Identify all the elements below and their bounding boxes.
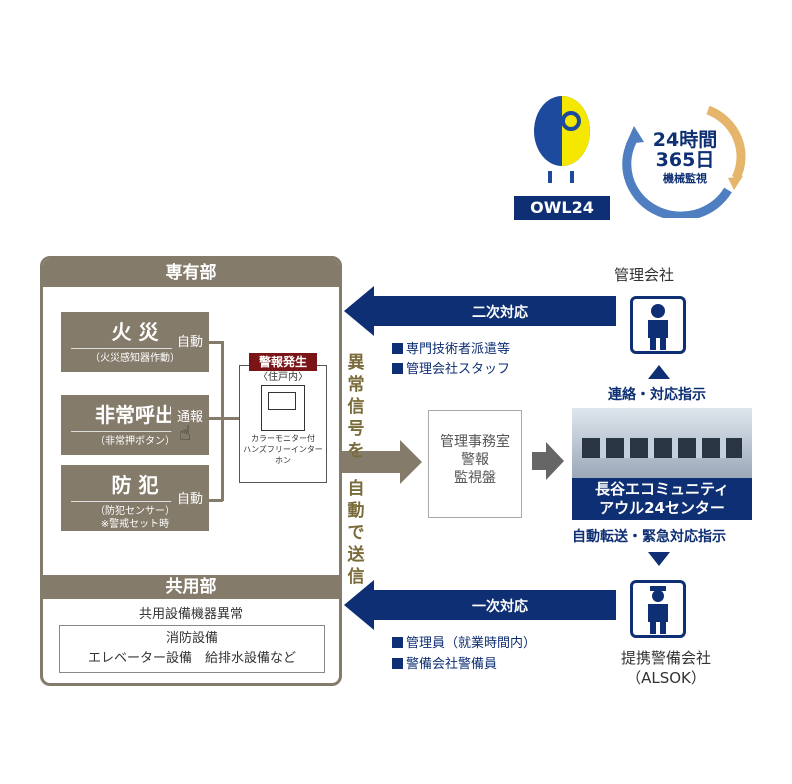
private-area-panel: 専有部 火 災 （火災感知器作動） 非常呼出 （非常押ボタン） 防 犯 （防犯センサー… (40, 256, 342, 686)
secondary-item: 専門技術者派遣等 (392, 338, 510, 357)
crime-sub: （防犯センサー） ※警戒セット時 (95, 506, 175, 530)
cycle-monitor: 機械監視 (663, 172, 707, 185)
primary-label: 一次対応 (472, 599, 528, 615)
connector (209, 341, 223, 344)
primary-item: 警備会社警備員 (392, 653, 497, 672)
security-company-name: 提携警備会社 (620, 649, 711, 667)
call-center-photo (572, 408, 752, 478)
down-triangle (648, 552, 670, 566)
cycle-24h: 24時間 (652, 129, 718, 151)
intercom-box: 〈住戸内〉 カラーモニター付 ハンズフリーインターホン (239, 365, 327, 483)
owl-logo (530, 95, 594, 185)
security-company-alsok: （ALSOK） (626, 669, 706, 687)
fire-title: 火 災 (71, 316, 199, 349)
hand-pointer-icon: ☝ (179, 421, 192, 445)
auto-badge-crime: 自動 (171, 481, 209, 519)
primary-arrow (372, 590, 616, 620)
device-line2: ハンズフリーインターホン (243, 445, 323, 465)
emergency-title: 非常呼出 (71, 399, 199, 432)
signal-text-1: 異常信号を (347, 353, 365, 461)
alarm-badge: 警報発生 (249, 353, 317, 371)
guard-icon (630, 580, 686, 638)
up-triangle (648, 365, 670, 379)
signal-arrow (342, 451, 402, 473)
signal-text-2: 自動で送信 (347, 479, 365, 587)
panel-line3: 監視盤 (454, 470, 496, 486)
center-box: 長谷エコミュニティ アウル24センター (572, 478, 752, 520)
fire-box: 火 災 （火災感知器作動） (61, 312, 209, 372)
center-line1: 長谷エコミュニティ (594, 480, 730, 498)
management-company-label: 管理会社 (614, 266, 675, 284)
common-area-title: 共用部 (43, 575, 339, 599)
device-line1: カラーモニター付 (251, 434, 315, 443)
common-subtitle: 共用設備機器異常 (138, 607, 243, 622)
contact-label: 連絡・対応指示 (608, 387, 706, 403)
secondary-arrow (372, 296, 616, 326)
center-line2: アウル24センター (599, 499, 725, 517)
report-badge: 通報 (171, 399, 209, 437)
secondary-label: 二次対応 (472, 305, 528, 321)
panel-line2: 警報 (461, 452, 489, 468)
unit-label: 〈住戸内〉 (258, 372, 308, 383)
gray-arrow (532, 452, 548, 470)
intercom-icon (261, 385, 305, 431)
crime-title: 防 犯 (71, 469, 199, 502)
mechanic-icon (630, 296, 686, 354)
cycle-365: 365日 (655, 149, 715, 171)
panel-line1: 管理事務室 (440, 434, 510, 450)
owl-icon (534, 96, 590, 183)
auto-badge-fire: 自動 (171, 324, 209, 362)
equip-line1: 消防設備 (165, 631, 218, 646)
owl24-label: OWL24 (514, 196, 610, 220)
emergency-sub: （非常押ボタン） (95, 436, 175, 447)
forward-label: 自動転送・緊急対応指示 (572, 529, 726, 545)
common-equipment-box: 消防設備 エレベーター設備 給排水設備など (59, 625, 325, 673)
primary-item: 管理員（就業時間内） (392, 632, 536, 651)
alarm-panel-box: 管理事務室 警報 監視盤 (428, 410, 522, 518)
private-area-title: 専有部 (43, 259, 339, 287)
secondary-item: 管理会社スタッフ (392, 358, 510, 377)
equip-line2: エレベーター設備 給排水設備など (87, 651, 296, 666)
cycle-icon (618, 98, 748, 221)
fire-sub: （火災感知器作動） (90, 353, 180, 364)
